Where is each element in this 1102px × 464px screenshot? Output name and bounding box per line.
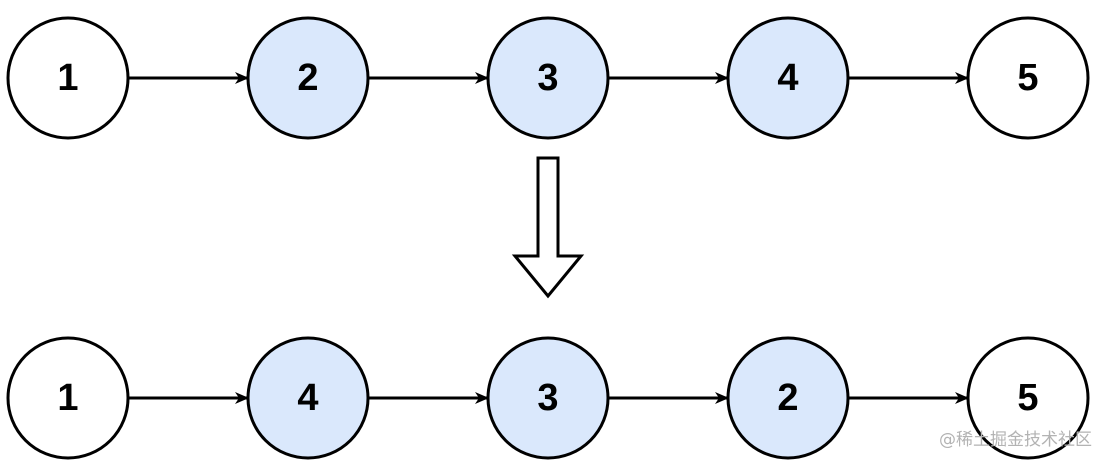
list-node: 3 <box>486 336 610 460</box>
transform-down-arrow-icon <box>511 156 585 299</box>
node-label: 5 <box>1017 57 1038 99</box>
node-label: 5 <box>1017 377 1038 419</box>
list-node: 5 <box>966 336 1090 460</box>
list-node: 2 <box>726 336 850 460</box>
node-label: 3 <box>537 57 558 99</box>
list-node: 2 <box>246 16 370 140</box>
node-label: 1 <box>57 377 78 419</box>
watermark: @稀土掘金技术社区 <box>939 430 1092 450</box>
node-label: 3 <box>537 377 558 419</box>
node-label: 4 <box>297 377 318 419</box>
list-node: 5 <box>966 16 1090 140</box>
node-label: 4 <box>777 57 798 99</box>
list-node: 4 <box>726 16 850 140</box>
node-label: 2 <box>297 57 318 99</box>
list-node: 3 <box>486 16 610 140</box>
list-before: 1 2 3 4 5 <box>6 16 1090 140</box>
list-node: 1 <box>6 16 130 140</box>
list-after: 1 4 3 2 5 <box>6 336 1090 460</box>
node-label: 2 <box>777 377 798 419</box>
list-node: 4 <box>246 336 370 460</box>
list-node: 1 <box>6 336 130 460</box>
node-label: 1 <box>57 57 78 99</box>
